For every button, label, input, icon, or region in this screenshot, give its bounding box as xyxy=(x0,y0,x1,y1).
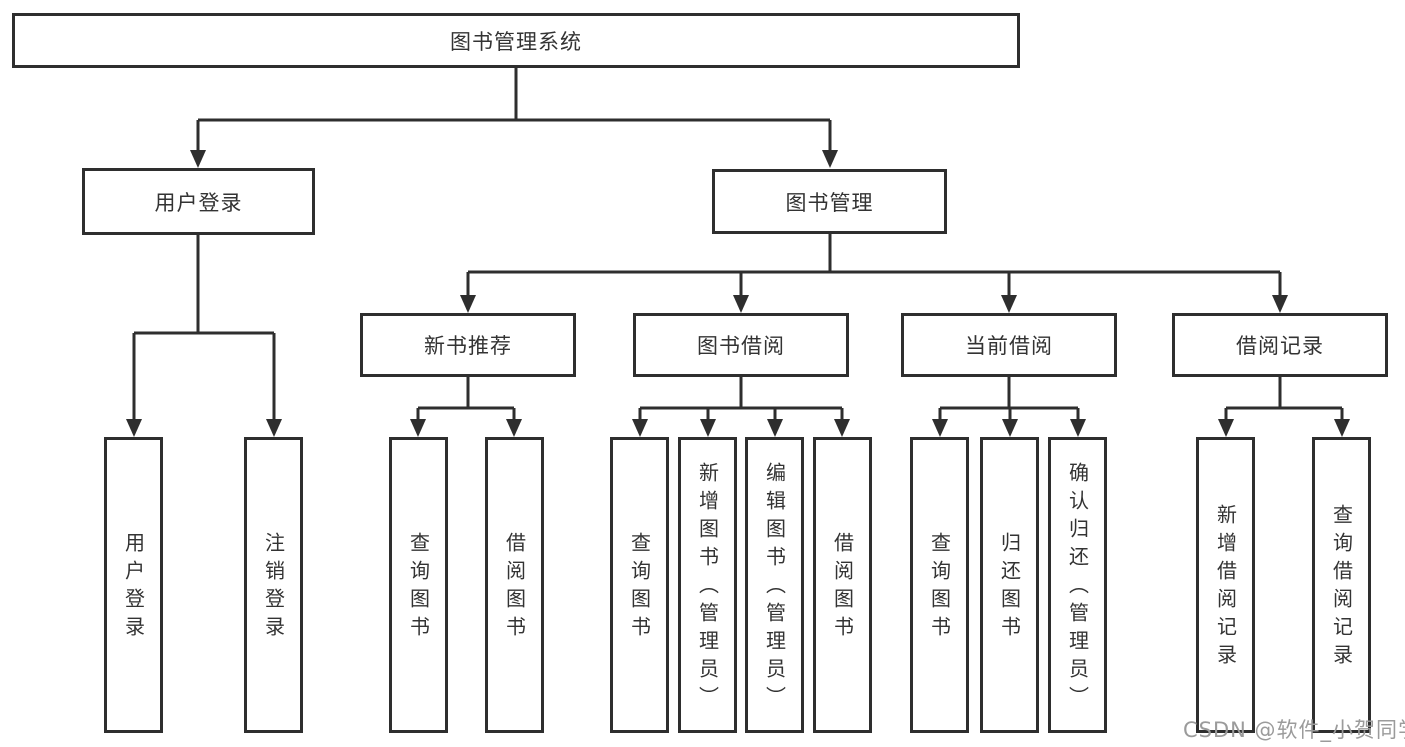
node-user-login: 用户登录 xyxy=(82,168,315,235)
watermark-suffix: 学 xyxy=(1398,714,1405,744)
leaf-borrow-books: 借阅图书 xyxy=(813,437,872,733)
csdn-watermark: CSDN @软件_小贺同学 xyxy=(1183,714,1405,744)
node-current-borrow: 当前借阅 xyxy=(901,313,1117,377)
node-book-management: 图书管理 xyxy=(712,169,947,234)
leaf-edit-books-admin: 编辑图书（管理员） xyxy=(745,437,804,733)
node-new-book-recommend: 新书推荐 xyxy=(360,313,576,377)
leaf-borrow-books: 借阅图书 xyxy=(485,437,544,733)
leaf-logout: 注销登录 xyxy=(244,437,303,733)
leaf-query-books: 查询图书 xyxy=(389,437,448,733)
node-system-root: 图书管理系统 xyxy=(12,13,1020,68)
watermark-text: CSDN @软件_小贺同 xyxy=(1183,718,1399,742)
leaf-query-borrow-record: 查询借阅记录 xyxy=(1312,437,1371,733)
leaf-query-books: 查询图书 xyxy=(910,437,969,733)
leaf-add-books-admin: 新增图书（管理员） xyxy=(678,437,737,733)
leaf-return-books: 归还图书 xyxy=(980,437,1039,733)
node-book-borrow: 图书借阅 xyxy=(633,313,849,377)
leaf-add-borrow-record: 新增借阅记录 xyxy=(1196,437,1255,733)
leaf-query-books: 查询图书 xyxy=(610,437,669,733)
leaf-user-login: 用户登录 xyxy=(104,437,163,733)
leaf-confirm-return-admin: 确认归还（管理员） xyxy=(1048,437,1107,733)
node-borrow-records: 借阅记录 xyxy=(1172,313,1388,377)
